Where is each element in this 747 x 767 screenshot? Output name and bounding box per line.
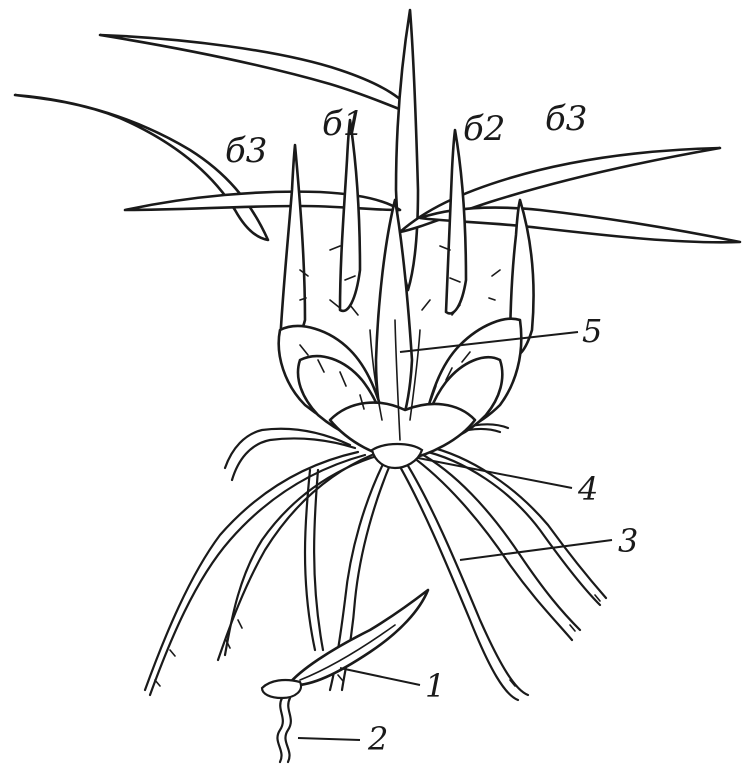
- leaves: [15, 10, 740, 290]
- label-1: 1: [425, 667, 445, 705]
- leader-2: [298, 738, 360, 740]
- label-tiller-b1: б1: [322, 104, 364, 144]
- label-3: 3: [618, 522, 638, 560]
- leader-1: [340, 668, 420, 685]
- label-tiller-b2: б2: [463, 109, 505, 149]
- label-tiller-b3-left: б3: [225, 131, 267, 171]
- primary-root: [277, 698, 282, 762]
- label-tiller-b3-right: б3: [545, 99, 587, 139]
- leader-4: [418, 458, 572, 488]
- leader-3: [460, 540, 612, 560]
- label-2: 2: [367, 720, 388, 758]
- seed-grain: [262, 680, 301, 698]
- label-5: 5: [582, 312, 602, 350]
- adventitious-roots: [145, 424, 606, 700]
- label-4: 4: [577, 470, 598, 508]
